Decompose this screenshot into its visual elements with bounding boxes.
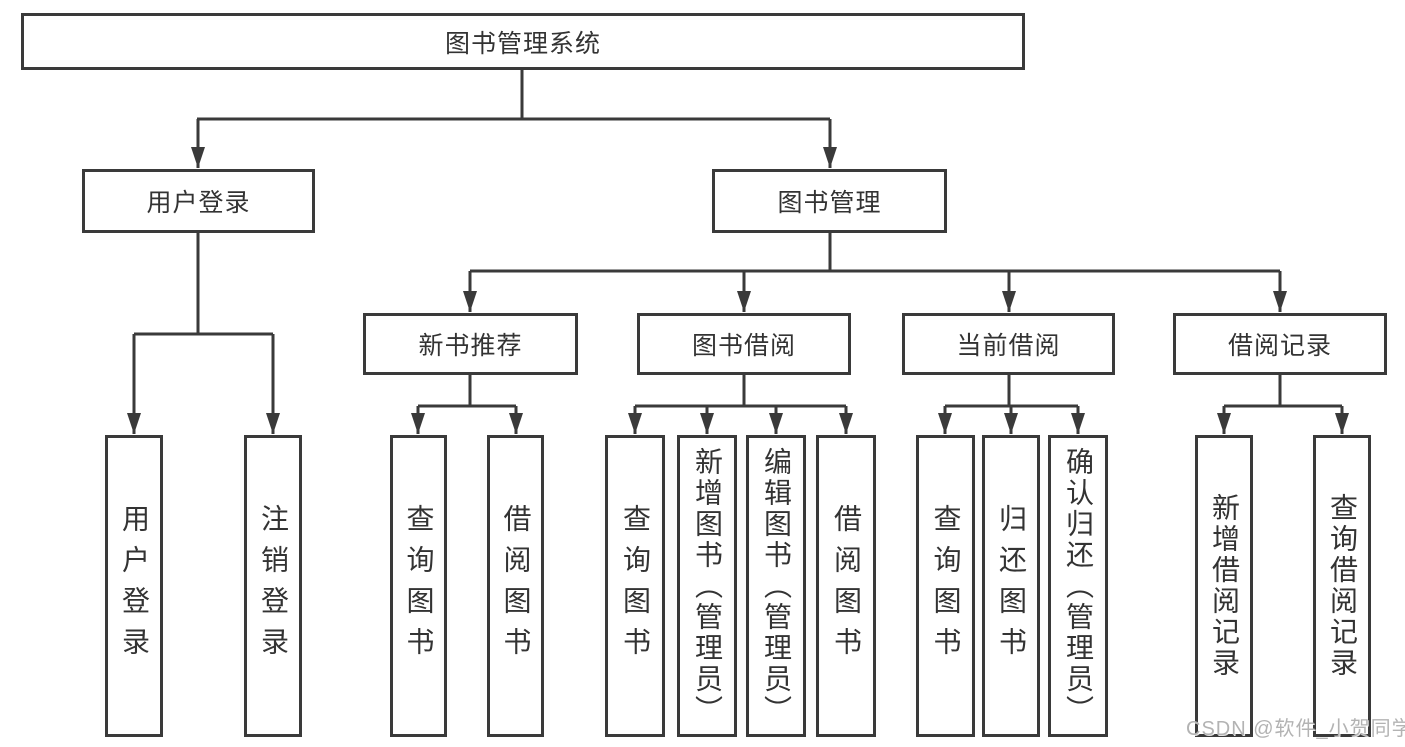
node-user-login: 用户登录 <box>82 169 315 233</box>
leaf-query-books-current: 查询图书 <box>916 435 975 737</box>
leaf-confirm-return-admin-label: 确认归还（管理员） <box>1063 446 1094 726</box>
leaf-borrow-books: 借阅图书 <box>816 435 876 737</box>
node-book-borrowing-label: 图书借阅 <box>691 332 796 360</box>
leaf-query-borrow-record-label: 查询借阅记录 <box>1327 493 1358 679</box>
leaf-add-books-admin: 新增图书（管理员） <box>677 435 737 737</box>
leaf-add-borrow-record: 新增借阅记录 <box>1195 435 1253 737</box>
leaf-return-books: 归还图书 <box>982 435 1040 737</box>
leaf-borrow-books-recommend: 借阅图书 <box>487 435 544 737</box>
leaf-query-books-borrow: 查询图书 <box>605 435 665 737</box>
leaf-query-books-recommend: 查询图书 <box>390 435 447 737</box>
leaf-user-login: 用户登录 <box>105 435 163 737</box>
node-current-borrowing-label: 当前借阅 <box>956 332 1061 360</box>
leaf-add-books-admin-label: 新增图书（管理员） <box>692 446 723 726</box>
node-new-book-recommend-label: 新书推荐 <box>418 332 523 360</box>
leaf-user-login-label: 用户登录 <box>119 504 150 668</box>
leaf-edit-books-admin: 编辑图书（管理员） <box>746 435 806 737</box>
node-new-book-recommend: 新书推荐 <box>363 313 578 375</box>
leaf-query-books-recommend-label: 查询图书 <box>403 504 435 668</box>
leaf-borrow-books-recommend-label: 借阅图书 <box>500 504 532 668</box>
leaf-query-books-borrow-label: 查询图书 <box>620 504 651 668</box>
node-current-borrowing: 当前借阅 <box>902 313 1115 375</box>
node-library-system: 图书管理系统 <box>21 13 1025 70</box>
leaf-add-borrow-record-label: 新增借阅记录 <box>1209 493 1240 679</box>
node-user-login-label: 用户登录 <box>146 189 251 217</box>
leaf-query-books-current-label: 查询图书 <box>930 504 962 668</box>
leaf-query-borrow-record: 查询借阅记录 <box>1313 435 1371 737</box>
leaf-borrow-books-label: 借阅图书 <box>831 504 862 668</box>
node-library-system-label: 图书管理系统 <box>444 29 601 58</box>
leaf-return-books-label: 归还图书 <box>996 504 1027 668</box>
node-borrowing-records: 借阅记录 <box>1173 313 1387 375</box>
leaf-logout: 注销登录 <box>244 435 302 737</box>
node-book-management: 图书管理 <box>712 169 947 233</box>
node-book-borrowing: 图书借阅 <box>637 313 851 375</box>
leaf-edit-books-admin-label: 编辑图书（管理员） <box>761 446 792 726</box>
leaf-confirm-return-admin: 确认归还（管理员） <box>1048 435 1108 737</box>
leaf-logout-label: 注销登录 <box>258 504 289 668</box>
node-borrowing-records-label: 借阅记录 <box>1227 332 1332 360</box>
csdn-watermark: CSDN @软件_小贺同学 <box>1186 718 1405 740</box>
node-book-management-label: 图书管理 <box>777 189 882 217</box>
